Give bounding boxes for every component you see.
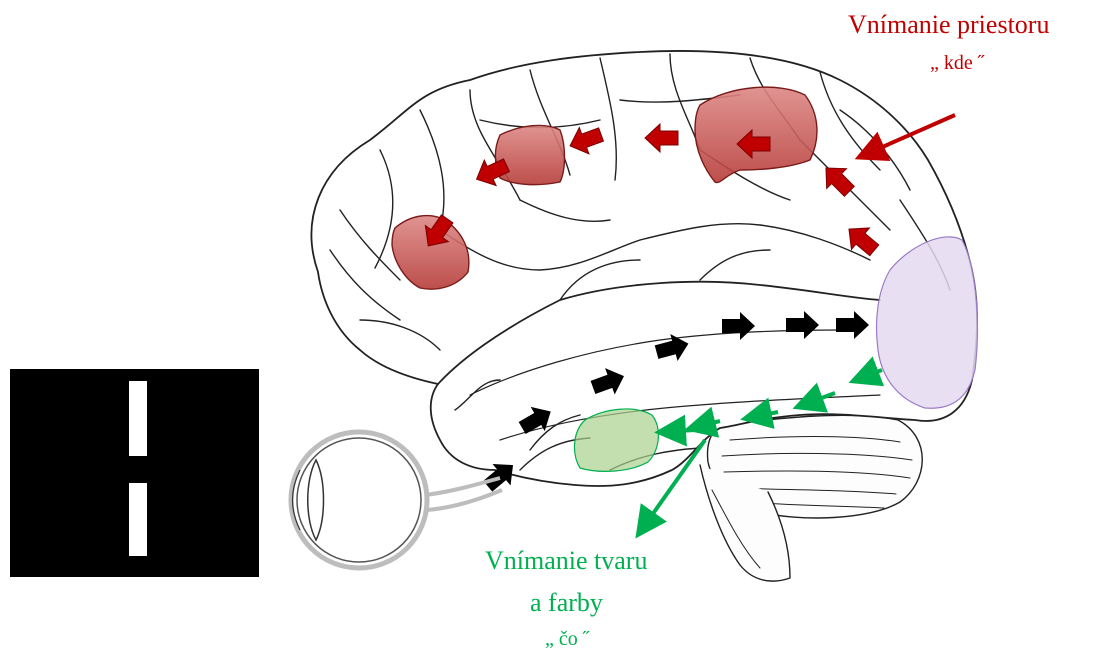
where-subtitle-label: „ kde ˝ — [930, 52, 984, 75]
where-title-label: Vnímanie priestoru — [848, 10, 1049, 40]
parietal-region-middle — [496, 125, 565, 184]
temporal-region — [575, 409, 659, 471]
what-title-line1: Vnímanie tvaru — [485, 546, 647, 576]
what-title-line2: a farby — [530, 588, 603, 618]
stimulus-bars-icon — [10, 369, 259, 577]
what-subtitle-label: „ čo ˝ — [545, 628, 589, 651]
